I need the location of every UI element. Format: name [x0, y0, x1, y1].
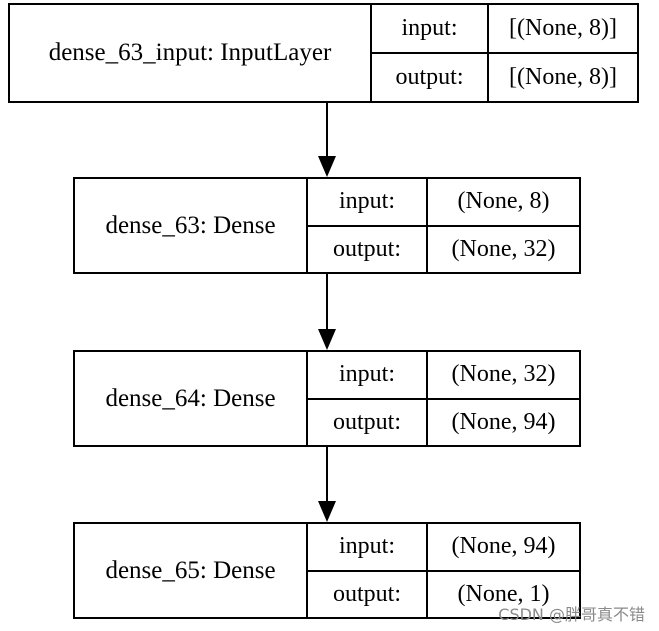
node-io-table: input: (None, 94) output: (None, 1): [308, 524, 579, 617]
node-dense-63: dense_63: Dense input: (None, 8) output:…: [73, 177, 581, 274]
output-label: output:: [308, 226, 428, 272]
output-row: output: (None, 32): [308, 224, 579, 272]
output-shape: (None, 32): [451, 235, 556, 262]
node-io-table: input: (None, 32) output: (None, 94): [308, 352, 579, 445]
input-shape: (None, 32): [451, 361, 556, 388]
input-row: input: (None, 94): [308, 524, 579, 570]
input-shape: (None, 8): [457, 188, 550, 215]
output-label: output:: [308, 399, 428, 445]
edge-input-to-dense-63: [318, 103, 336, 177]
output-shape: [(None, 8)]: [509, 64, 617, 90]
input-row: input: (None, 32): [308, 352, 579, 398]
output-row: output: (None, 1): [308, 569, 579, 617]
node-dense-64: dense_64: Dense input: (None, 32) output…: [73, 350, 581, 447]
output-row: output: (None, 94): [308, 397, 579, 445]
output-shape: (None, 1): [457, 580, 550, 607]
watermark: CSDN @胖哥真不错: [498, 605, 645, 624]
input-label: input:: [308, 179, 428, 225]
output-label: output:: [308, 571, 428, 617]
input-label: input:: [308, 524, 428, 570]
node-name: dense_64: Dense: [75, 352, 308, 445]
node-io-table: input: [(None, 8)] output: [(None, 8)]: [372, 5, 637, 101]
input-row: input: [(None, 8)]: [372, 5, 637, 52]
input-label: input:: [372, 5, 489, 52]
node-name: dense_63_input: InputLayer: [10, 5, 372, 101]
output-shape: (None, 94): [451, 408, 556, 435]
input-shape: (None, 94): [451, 533, 556, 560]
input-shape: [(None, 8)]: [509, 15, 617, 41]
node-dense-63-input: dense_63_input: InputLayer input: [(None…: [8, 3, 639, 103]
node-name: dense_63: Dense: [75, 179, 308, 272]
output-row: output: [(None, 8)]: [372, 52, 637, 101]
node-name: dense_65: Dense: [75, 524, 308, 617]
edge-dense-64-to-dense-65: [318, 447, 336, 522]
node-dense-65: dense_65: Dense input: (None, 94) output…: [73, 522, 581, 619]
input-row: input: (None, 8): [308, 179, 579, 225]
node-io-table: input: (None, 8) output: (None, 32): [308, 179, 579, 272]
input-label: input:: [308, 352, 428, 398]
output-label: output:: [372, 54, 489, 101]
edge-dense-63-to-dense-64: [318, 274, 336, 350]
